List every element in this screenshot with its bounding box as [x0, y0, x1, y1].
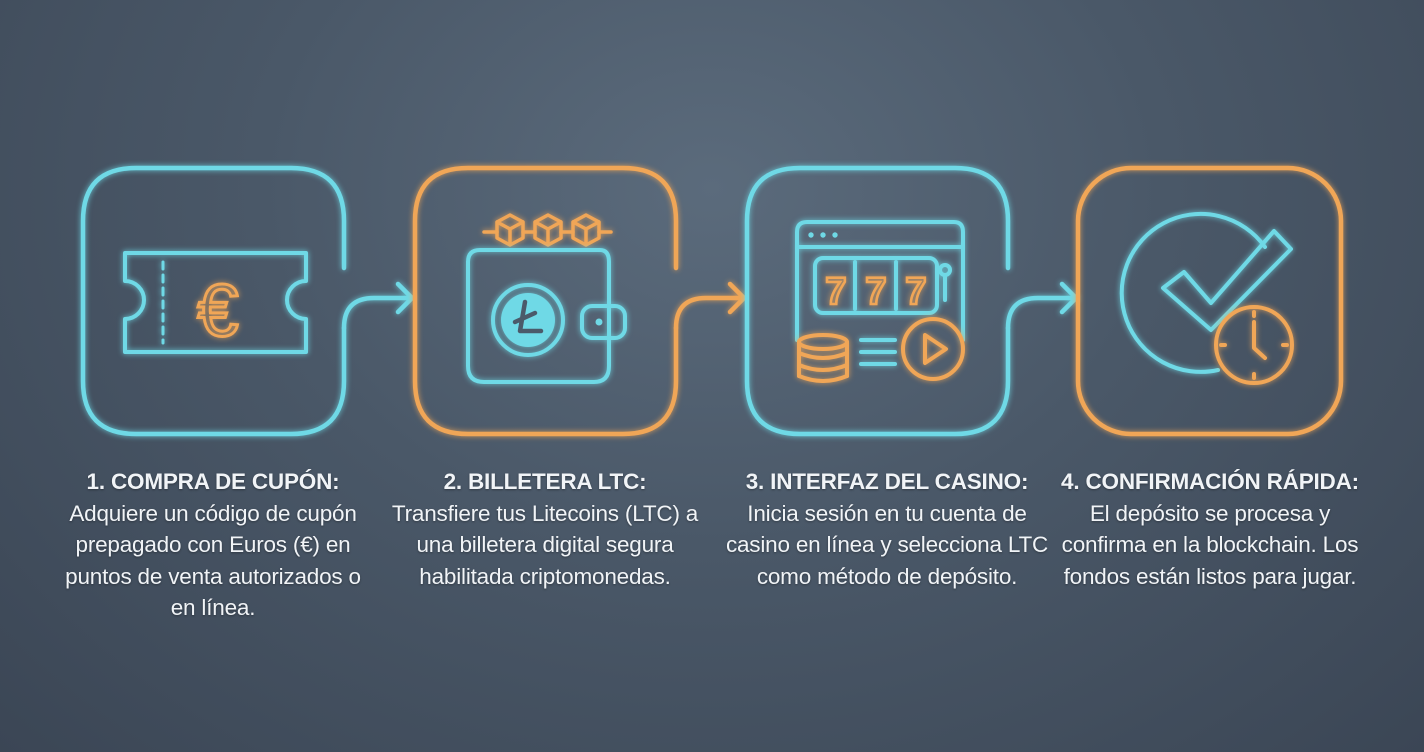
slot-reel-1: 7	[825, 271, 846, 313]
step1-body: Adquiere un código de cupón prepagado co…	[65, 500, 361, 621]
litecoin-wallet-icon	[466, 213, 627, 384]
connector-3-4	[1005, 295, 1079, 331]
euro-coupon-icon: €	[123, 251, 308, 354]
step3-frame	[744, 165, 1011, 437]
connector-2-3	[673, 295, 747, 331]
step2-caption: 2. BILLETERA LTC: Transfiere tus Litecoi…	[385, 466, 705, 592]
step4-caption: 4. CONFIRMACIÓN RÁPIDA: El depósito se p…	[1050, 466, 1370, 592]
step2-title: 2. BILLETERA LTC:	[443, 469, 647, 494]
arrow-2-3	[727, 281, 747, 315]
step3-body: Inicia sesión en tu cuenta de casino en …	[725, 500, 1049, 589]
slot-machine-icon: 7 7 7	[795, 220, 965, 383]
step2-frame	[412, 165, 679, 437]
step1-title: 1. COMPRA DE CUPÓN:	[86, 469, 340, 494]
step4-frame	[1075, 165, 1344, 437]
euro-symbol: €	[197, 269, 238, 352]
check-clock-icon	[1119, 211, 1294, 385]
step3-title: 3. INTERFAZ DEL CASINO:	[745, 469, 1029, 494]
step1-frame	[80, 165, 347, 437]
connector-1-2	[341, 295, 415, 331]
slot-reel-2: 7	[865, 271, 886, 313]
slot-reel-3: 7	[905, 271, 926, 313]
step1-caption: 1. COMPRA DE CUPÓN: Adquiere un código d…	[53, 466, 373, 624]
step2-body: Transfiere tus Litecoins (LTC) a una bil…	[391, 500, 699, 589]
arrow-1-2	[395, 281, 415, 315]
step4-title: 4. CONFIRMACIÓN RÁPIDA:	[1061, 469, 1359, 494]
step3-caption: 3. INTERFAZ DEL CASINO: Inicia sesión en…	[717, 466, 1057, 592]
step4-body: El depósito se procesa y confirma en la …	[1061, 500, 1359, 589]
